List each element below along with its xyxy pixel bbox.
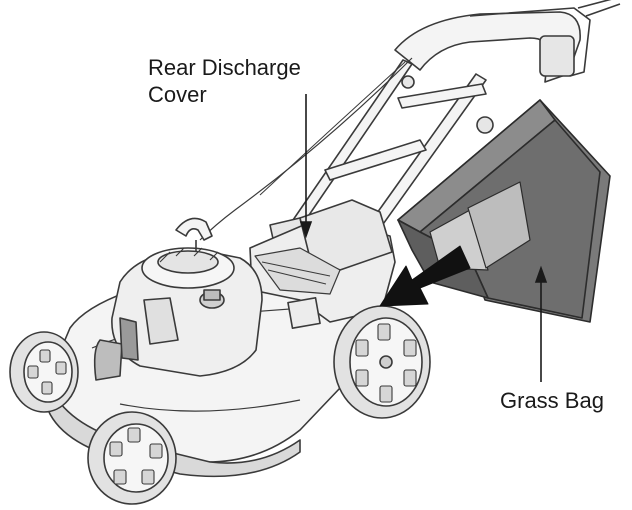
rear-wheel [333,305,431,419]
grass-bag [397,99,611,323]
engine [93,217,263,381]
rear-discharge-cover-label: Rear Discharge Cover [148,54,301,108]
grass-bag-label: Grass Bag [500,388,604,413]
rear-discharge-leader-arrowhead [299,221,313,239]
front-right-wheel [87,411,177,505]
callout-leaders [299,94,548,382]
rear-discharge-cover-label-line1: Rear Discharge [148,55,301,80]
front-left-wheel [9,331,79,413]
rear-discharge-cover-label-line2: Cover [148,82,207,107]
grass-bag-leader-arrowhead [534,265,548,283]
install-direction-arrow [379,245,471,307]
mower-handle [199,0,621,293]
